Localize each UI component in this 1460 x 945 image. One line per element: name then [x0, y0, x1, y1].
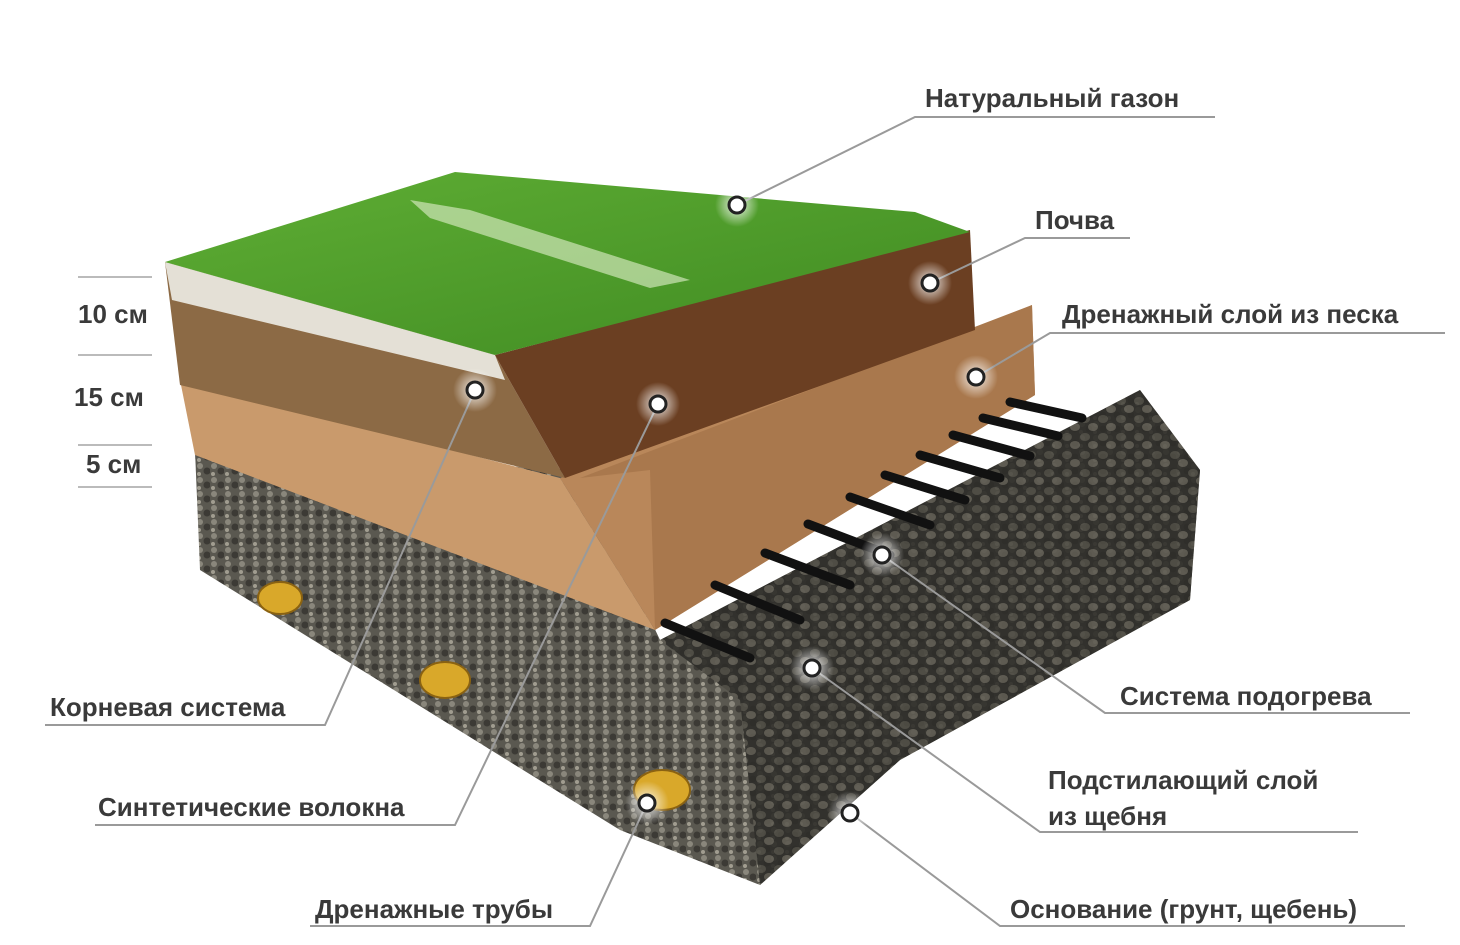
- label-gravel-underlay-2: из щебня: [1048, 801, 1168, 831]
- heating-pipes: [660, 397, 1087, 663]
- label-base: Основание (грунт, щебень): [1010, 894, 1358, 924]
- sand-layer: [180, 305, 1035, 630]
- label-sand-drainage: Дренажный слой из песка: [1062, 299, 1399, 329]
- label-root-system: Корневая система: [50, 692, 286, 722]
- depth-scale: [78, 276, 152, 488]
- label-soil: Почва: [1035, 205, 1115, 235]
- grass-layer: [165, 172, 970, 355]
- label-natural-lawn: Натуральный газон: [925, 83, 1180, 113]
- leader-lines: [45, 116, 1445, 927]
- label-gravel-underlay-1: Подстилающий слой: [1048, 765, 1319, 795]
- label-drain-pipes: Дренажные трубы: [315, 894, 554, 924]
- depth-label-5cm: 5 см: [86, 449, 142, 479]
- label-synthetic-fibers: Синтетические волокна: [98, 792, 405, 822]
- label-heating-system: Система подогрева: [1120, 681, 1372, 711]
- soil-layer: [165, 230, 975, 478]
- depth-label-15cm: 15 см: [74, 382, 144, 412]
- depth-label-10cm: 10 см: [78, 299, 148, 329]
- marker-dots: [453, 183, 998, 835]
